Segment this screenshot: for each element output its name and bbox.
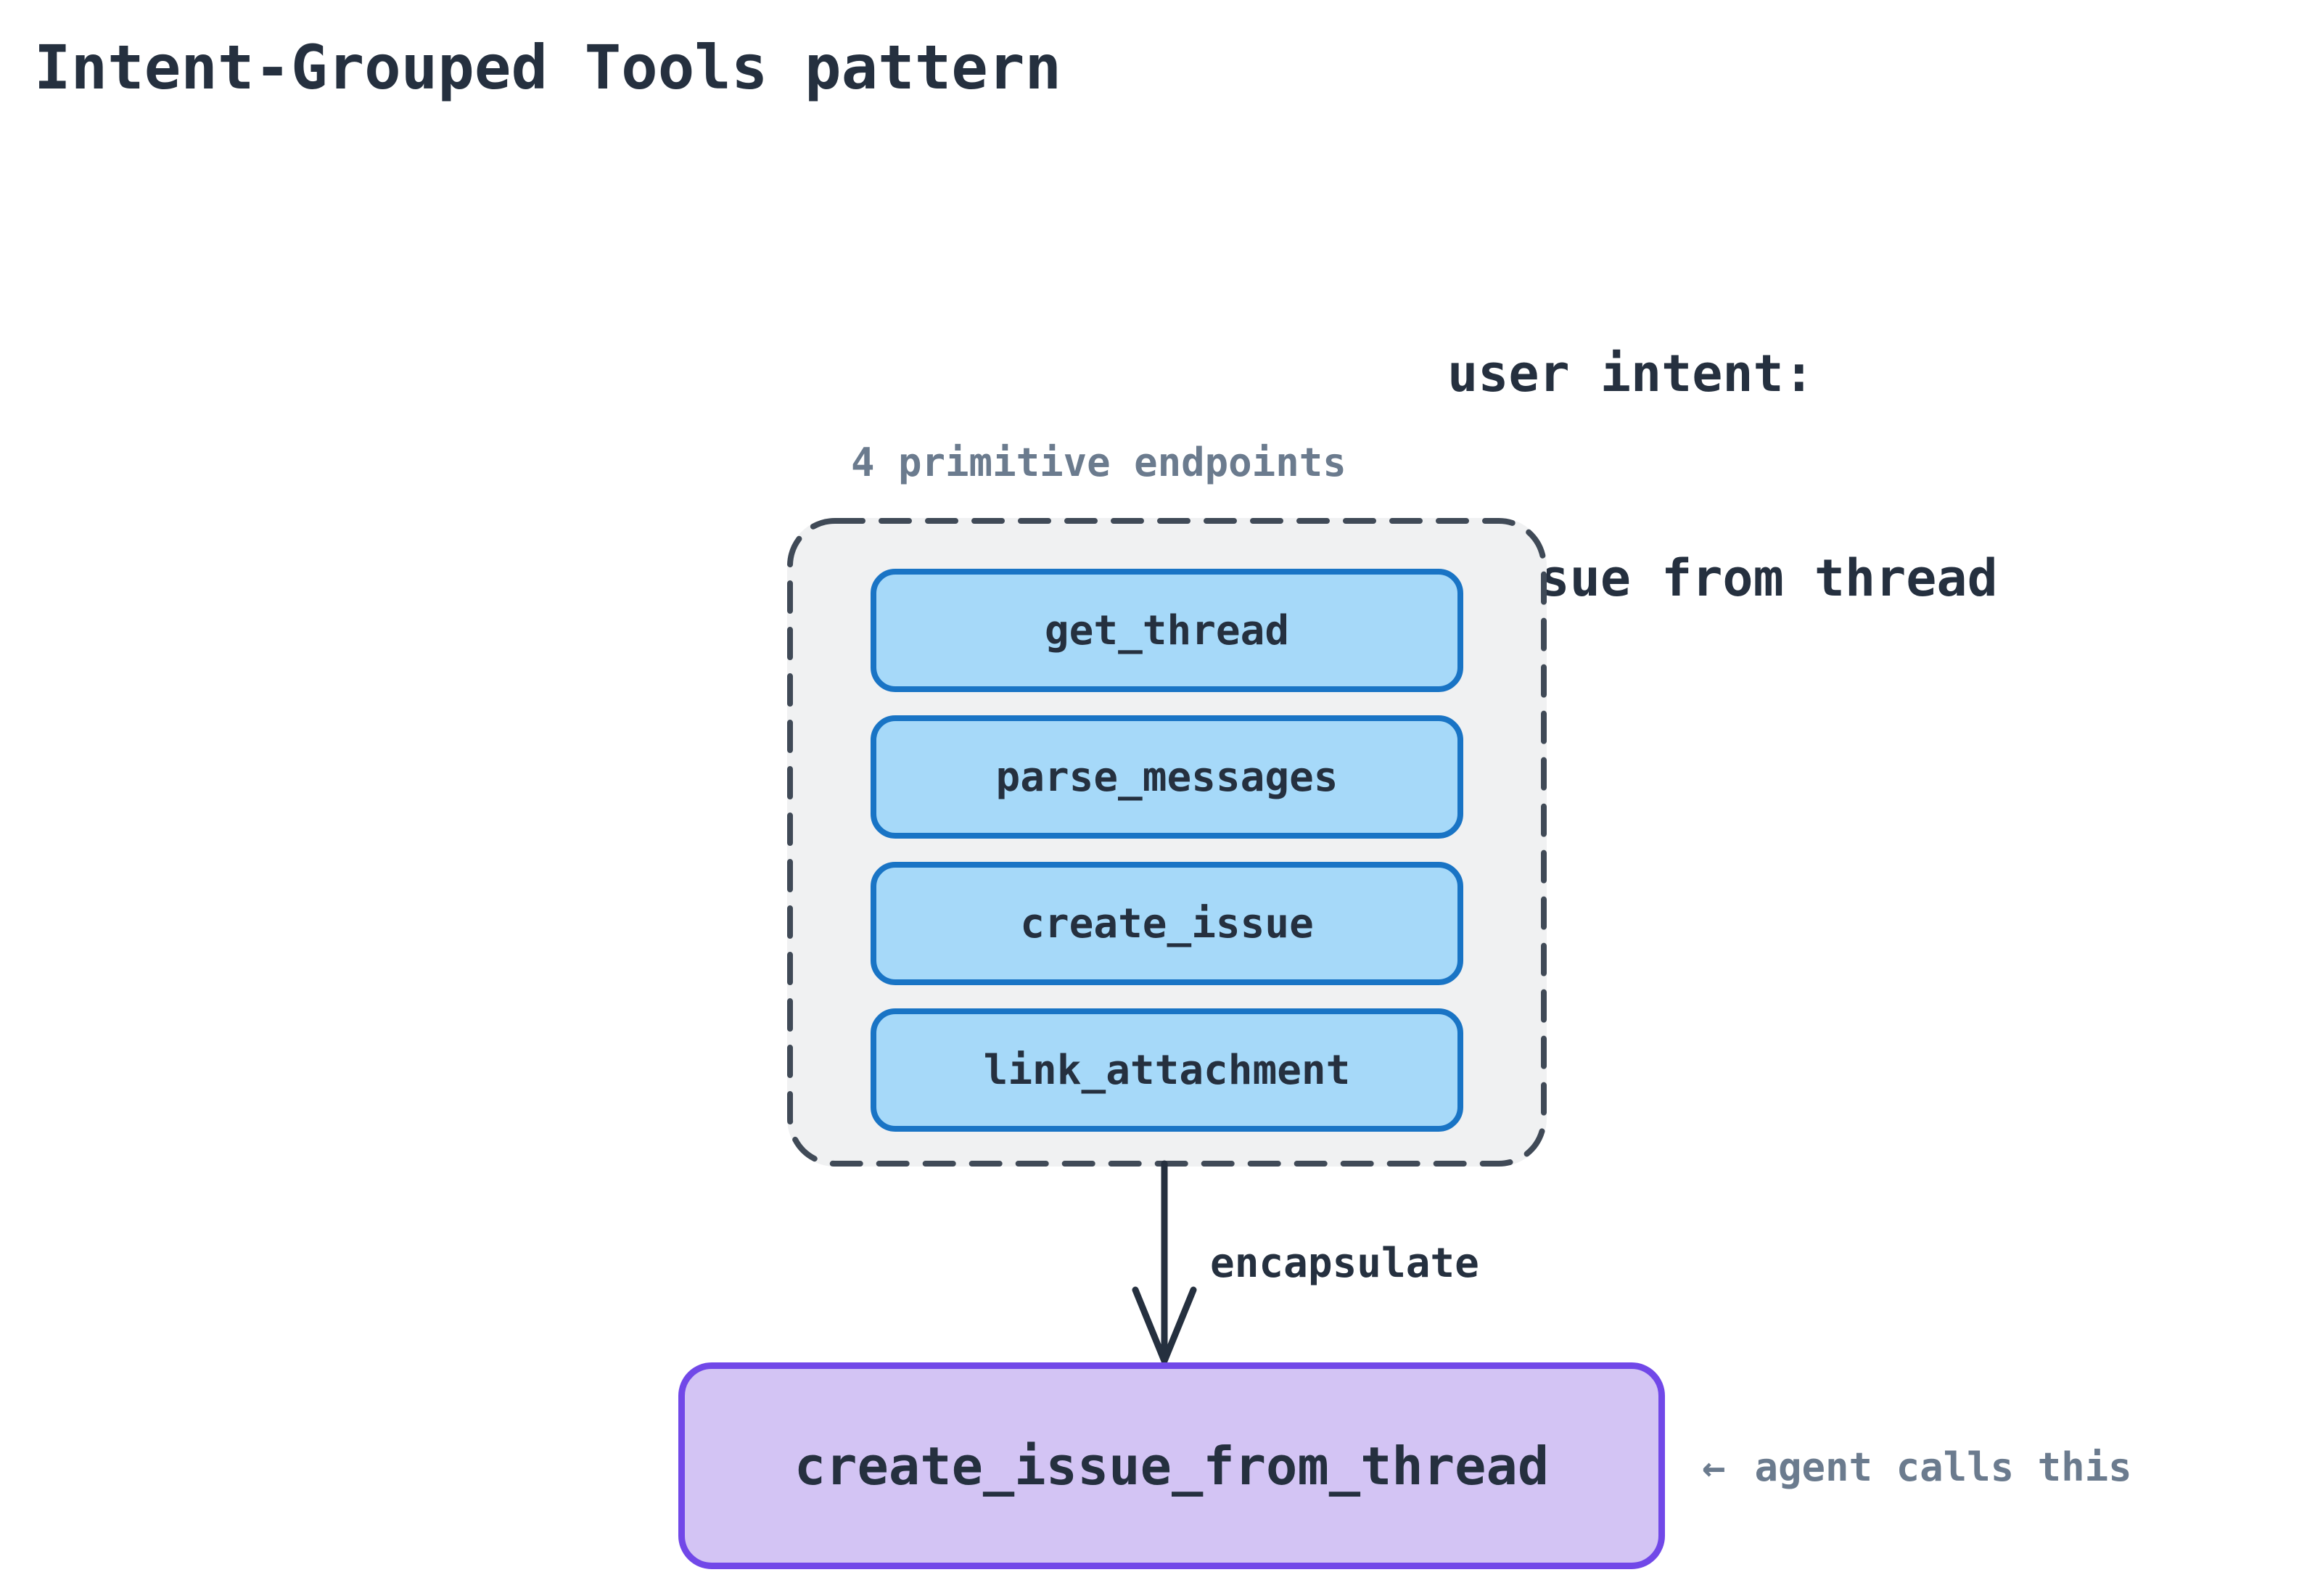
annotation-label: agent calls this bbox=[1754, 1444, 2132, 1490]
grouped-tool-label: create_issue_from_thread bbox=[794, 1435, 1550, 1497]
primitive-node-label: parse_messages bbox=[995, 753, 1338, 801]
encapsulate-arrow-label: encapsulate bbox=[1210, 1240, 1479, 1287]
page-title: Intent-Grouped Tools pattern bbox=[34, 32, 1062, 103]
primitive-node-get-thread: get_thread bbox=[871, 569, 1463, 692]
down-arrow-icon bbox=[1132, 1160, 1197, 1365]
primitive-node-parse-messages: parse_messages bbox=[871, 715, 1463, 839]
primitive-group-caption: 4 primitive endpoints bbox=[851, 440, 1346, 485]
primitive-node-label: link_attachment bbox=[983, 1046, 1351, 1094]
grouped-tool-node: create_issue_from_thread bbox=[678, 1362, 1665, 1569]
agent-calls-this-annotation: ← agent calls this bbox=[1702, 1444, 2132, 1490]
primitive-node-label: create_issue bbox=[1020, 900, 1314, 947]
primitive-node-link-attachment: link_attachment bbox=[871, 1008, 1463, 1132]
left-arrow-icon: ← bbox=[1702, 1444, 1726, 1490]
primitive-group-container: get_thread parse_messages create_issue l… bbox=[787, 518, 1547, 1167]
user-intent-line1: user intent: bbox=[1447, 344, 1814, 403]
primitive-node-create-issue: create_issue bbox=[871, 862, 1463, 985]
user-intent-label: user intent: create issue from thread bbox=[1050, 203, 2211, 680]
primitive-node-label: get_thread bbox=[1044, 606, 1290, 654]
